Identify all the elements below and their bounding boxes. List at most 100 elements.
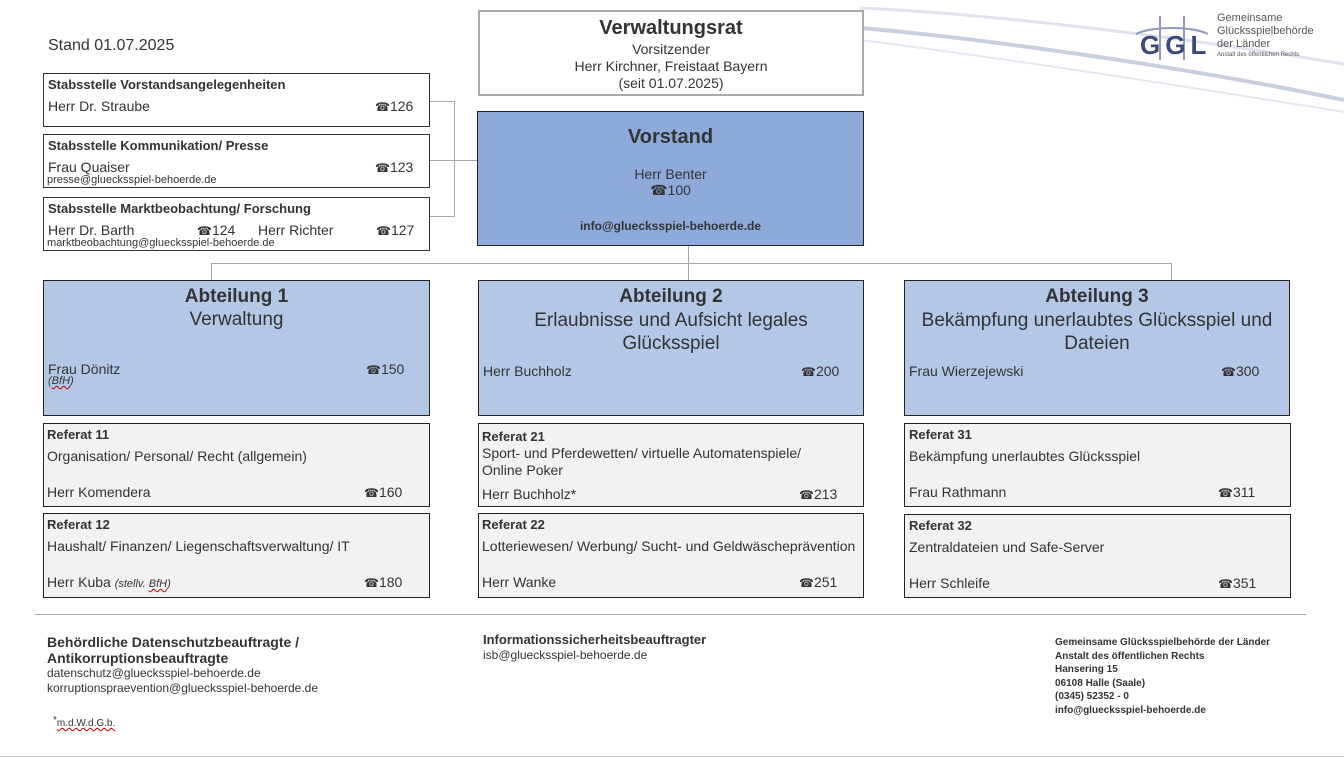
abteilung-phone: 300 xyxy=(1235,363,1260,379)
abteilung-title: Abteilung 1 xyxy=(184,286,289,307)
phone-icon: ☎ xyxy=(799,576,814,590)
datenschutz-email: datenschutz@gluecksspiel-behoerde.de xyxy=(47,666,261,680)
bottom-divider xyxy=(0,756,1344,757)
phone-icon: ☎ xyxy=(1218,577,1233,591)
referat-22-box: Referat 22 Lotteriewesen/ Werbung/ Sucht… xyxy=(478,513,864,598)
referat-person: Herr Buchholz* xyxy=(482,486,577,502)
abteilung-phone: 150 xyxy=(380,361,405,377)
vorstand-person: Herr Benter xyxy=(634,166,707,182)
referat-desc: Organisation/ Personal/ Recht (allgemein… xyxy=(47,448,307,464)
logo-letters: GGL xyxy=(1140,30,1212,60)
stabsstelle-phone: 123 xyxy=(389,159,414,175)
referat-phone: 160 xyxy=(378,484,403,500)
stabsstelle-person: Herr Dr. Barth xyxy=(48,222,135,238)
phone-icon: ☎ xyxy=(364,576,379,590)
datenschutz-block: Behördliche Datenschutzbeauftragte / Ant… xyxy=(47,634,318,696)
abteilung-1-box: Abteilung 1 Verwaltung Frau Dönitz (BfH)… xyxy=(43,280,430,416)
stabsstelle-title: Stabsstelle Vorstandsangelegenheiten xyxy=(48,77,286,92)
referat-desc: Sport- und Pferdewetten/ virtuelle Autom… xyxy=(482,445,802,461)
footer-divider xyxy=(35,614,1306,615)
stabsstelle-vorstand-box: Stabsstelle Vorstandsangelegenheiten Her… xyxy=(43,73,430,127)
phone-icon: ☎ xyxy=(364,486,379,500)
isb-block: Informationssicherheitsbeauftragter isb@… xyxy=(483,632,706,662)
abteilung-subtitle: Bekämpfung unerlaubtes Glücksspiel und D… xyxy=(921,310,1273,354)
referat-person: Herr Schleife xyxy=(909,575,990,591)
verwaltungsrat-role: Vorsitzender xyxy=(632,41,710,57)
stabsstelle-person: Herr Dr. Straube xyxy=(48,98,150,114)
verwaltungsrat-box: Verwaltungsrat Vorsitzender Herr Kirchne… xyxy=(478,10,864,96)
vorstand-box: Vorstand Herr Benter ☎100 info@glueckssp… xyxy=(477,111,864,246)
referat-desc: Zentraldateien und Safe-Server xyxy=(909,539,1105,555)
referat-phone: 251 xyxy=(813,574,838,590)
logo-line-1: Gemeinsame xyxy=(1217,12,1283,24)
abteilung-person: Frau Dönitz xyxy=(48,361,121,377)
referat-phone: 311 xyxy=(1232,484,1256,500)
datenschutz-title: Antikorruptionsbeauftragte xyxy=(47,650,229,666)
abteilung-phone: 200 xyxy=(815,363,840,379)
address-line: info@gluecksspiel-behoerde.de xyxy=(1055,704,1206,716)
phone-icon: ☎ xyxy=(366,363,381,377)
abteilung-subtitle: Erlaubnisse und Aufsicht legales Glückss… xyxy=(534,310,808,354)
stabsstelle-person: Frau Quaiser xyxy=(48,159,130,175)
abteilung-person: Frau Wierzejewski xyxy=(909,363,1024,379)
referat-12-box: Referat 12 Haushalt/ Finanzen/ Liegensch… xyxy=(43,513,430,598)
referat-title: Referat 31 xyxy=(909,427,972,442)
stand-date: Stand 01.07.2025 xyxy=(48,37,175,54)
logo-line-4: Anstalt des öffentlichen Rechts xyxy=(1217,52,1300,58)
address-line: Hansering 15 xyxy=(1055,664,1118,675)
connector xyxy=(454,101,455,217)
abteilung-note: (BfH) xyxy=(48,375,74,387)
abteilung-3-box: Abteilung 3 Bekämpfung unerlaubtes Glück… xyxy=(904,280,1290,416)
connector xyxy=(430,101,455,102)
abteilung-title: Abteilung 2 xyxy=(619,286,723,307)
logo-line-3: der Länder xyxy=(1217,38,1271,50)
referat-title: Referat 32 xyxy=(909,518,972,533)
stabsstelle-phone: 127 xyxy=(390,222,415,238)
referat-phone: 180 xyxy=(378,574,403,590)
isb-email: isb@gluecksspiel-behoerde.de xyxy=(483,648,648,662)
stabsstelle-email: presse@gluecksspiel-behoerde.de xyxy=(47,174,217,186)
referat-title: Referat 22 xyxy=(482,517,545,532)
phone-icon: ☎ xyxy=(650,182,668,198)
connector xyxy=(430,216,455,217)
vorstand-title: Vorstand xyxy=(627,126,714,148)
phone-icon: ☎ xyxy=(375,100,390,114)
phone-icon: ☎ xyxy=(1221,365,1236,379)
referat-person: Herr Kuba xyxy=(47,574,111,590)
vorstand-email: info@gluecksspiel-behoerde.de xyxy=(579,219,762,233)
referat-phone: 213 xyxy=(813,486,838,502)
referat-11-box: Referat 11 Organisation/ Personal/ Recht… xyxy=(43,423,430,507)
address-line: Gemeinsame Glücksspielbehörde der Länder xyxy=(1055,637,1271,648)
referat-person: Herr Wanke xyxy=(482,574,557,590)
vorstand-phone: 100 xyxy=(667,182,691,198)
stabsstelle-person: Herr Richter xyxy=(258,222,334,238)
address-block: Gemeinsame Glücksspielbehörde der Länder… xyxy=(1055,636,1270,717)
phone-icon: ☎ xyxy=(1218,486,1233,500)
referat-person: Herr Komendera xyxy=(47,484,151,500)
connector xyxy=(211,263,212,280)
decorative-swoosh xyxy=(859,6,1344,113)
stabsstelle-marktbeobachtung-box: Stabsstelle Marktbeobachtung/ Forschung … xyxy=(43,197,430,251)
referat-note: (stellv. BfH) xyxy=(114,578,171,590)
referat-phone: 351 xyxy=(1232,575,1257,591)
referat-title: Referat 21 xyxy=(482,429,545,444)
referat-desc: Haushalt/ Finanzen/ Liegenschaftsverwalt… xyxy=(47,538,350,554)
verwaltungsrat-title: Verwaltungsrat xyxy=(599,17,743,39)
phone-icon: ☎ xyxy=(801,365,816,379)
abteilung-person: Herr Buchholz xyxy=(483,363,572,379)
referat-person: Frau Rathmann xyxy=(909,484,1007,500)
phone-icon: ☎ xyxy=(376,224,391,238)
address-line: (0345) 52352 - 0 xyxy=(1055,691,1129,702)
abteilung-title: Abteilung 3 xyxy=(1045,286,1149,307)
datenschutz-title: Behördliche Datenschutzbeauftragte / xyxy=(47,634,300,650)
isb-title: Informationssicherheitsbeauftragter xyxy=(483,632,707,647)
phone-icon: ☎ xyxy=(799,488,814,502)
stabsstelle-kommunikation-box: Stabsstelle Kommunikation/ Presse Frau Q… xyxy=(43,134,430,188)
stabsstelle-email: marktbeobachtung@gluecksspiel-behoerde.d… xyxy=(47,237,275,249)
phone-icon: ☎ xyxy=(375,161,390,175)
verwaltungsrat-since: (seit 01.07.2025) xyxy=(618,75,724,91)
referat-title: Referat 12 xyxy=(47,517,110,532)
referat-21-box: Referat 21 Sport- und Pferdewetten/ virt… xyxy=(478,423,864,507)
abteilung-2-box: Abteilung 2 Erlaubnisse und Aufsicht leg… xyxy=(478,280,864,416)
abteilung-subtitle: Verwaltung xyxy=(189,309,284,330)
